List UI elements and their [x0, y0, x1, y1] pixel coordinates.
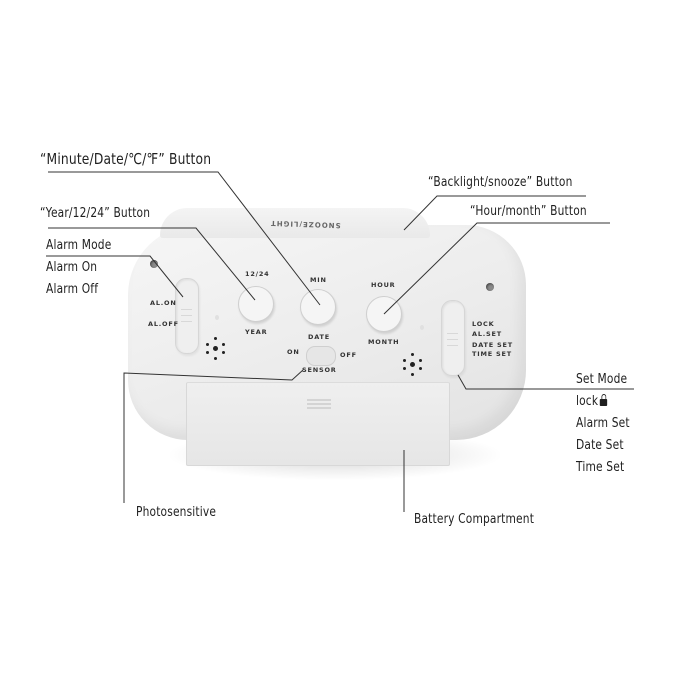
set-pos-alset: AL.SET [472, 330, 502, 338]
sensor-off-label: OFF [340, 351, 357, 359]
hour-button-top-label: HOUR [371, 281, 396, 289]
set-pos-dateset: DATE SET [472, 341, 514, 349]
set-mode-time-set: Time Set [576, 460, 625, 475]
set-mode-switch[interactable] [441, 300, 465, 376]
lock-text: lock [576, 394, 599, 409]
callout-alarm-mode: Alarm Mode Alarm On Alarm Off [46, 235, 111, 301]
sensor-label: SENSOR [302, 366, 337, 374]
year-button-bottom-label: YEAR [245, 328, 268, 336]
set-pos-lock: LOCK [472, 320, 495, 328]
speaker-grille-right [403, 353, 431, 381]
speaker-grille-left [206, 337, 234, 365]
pinhole-left [215, 315, 219, 320]
sensor-switch[interactable] [306, 346, 336, 366]
callout-battery-compartment: Battery Compartment [414, 512, 535, 527]
alarm-off-text: Alarm Off [46, 282, 99, 297]
set-pos-timeset: TIME SET [472, 350, 512, 358]
mount-hole-left [150, 260, 158, 268]
callout-minute-date-button: “Minute/Date/℃/℉” Button [40, 150, 212, 168]
alarm-mode-title: Alarm Mode [46, 238, 112, 253]
year-button-top-label: 12/24 [245, 270, 270, 278]
sensor-on-label: ON [287, 348, 300, 356]
set-mode-date-set: Date Set [576, 438, 624, 453]
alarm-on-marker: AL.ON [150, 299, 177, 307]
minute-date-button[interactable] [300, 289, 336, 325]
set-mode-lock: lock [576, 391, 630, 413]
alarm-mode-switch[interactable] [175, 278, 199, 354]
callout-set-mode: Set Mode lock Alarm Set Date Set Time Se… [576, 369, 630, 479]
set-mode-title: Set Mode [576, 372, 628, 387]
alarm-on-text: Alarm On [46, 260, 98, 275]
callout-hour-month-button: “Hour/month” Button [470, 204, 587, 219]
padlock-icon [599, 394, 608, 406]
callout-year-button: “Year/12/24” Button [40, 206, 151, 221]
battery-compartment-cover[interactable] [186, 382, 450, 466]
hour-month-button[interactable] [366, 296, 402, 332]
year-1224-button[interactable] [238, 286, 274, 322]
cover-grip [307, 399, 331, 401]
set-mode-alarm-set: Alarm Set [576, 416, 630, 431]
callout-photosensitive: Photosensitive [136, 505, 217, 520]
callout-backlight-snooze-button: “Backlight/snooze” Button [428, 175, 573, 190]
min-button-top-label: MIN [310, 276, 327, 284]
mount-hole-right [486, 283, 494, 291]
hour-button-bottom-label: MONTH [368, 338, 400, 346]
min-button-bottom-label: DATE [308, 333, 330, 341]
alarm-off-marker: AL.OFF [148, 320, 179, 328]
pinhole-right [420, 325, 424, 330]
